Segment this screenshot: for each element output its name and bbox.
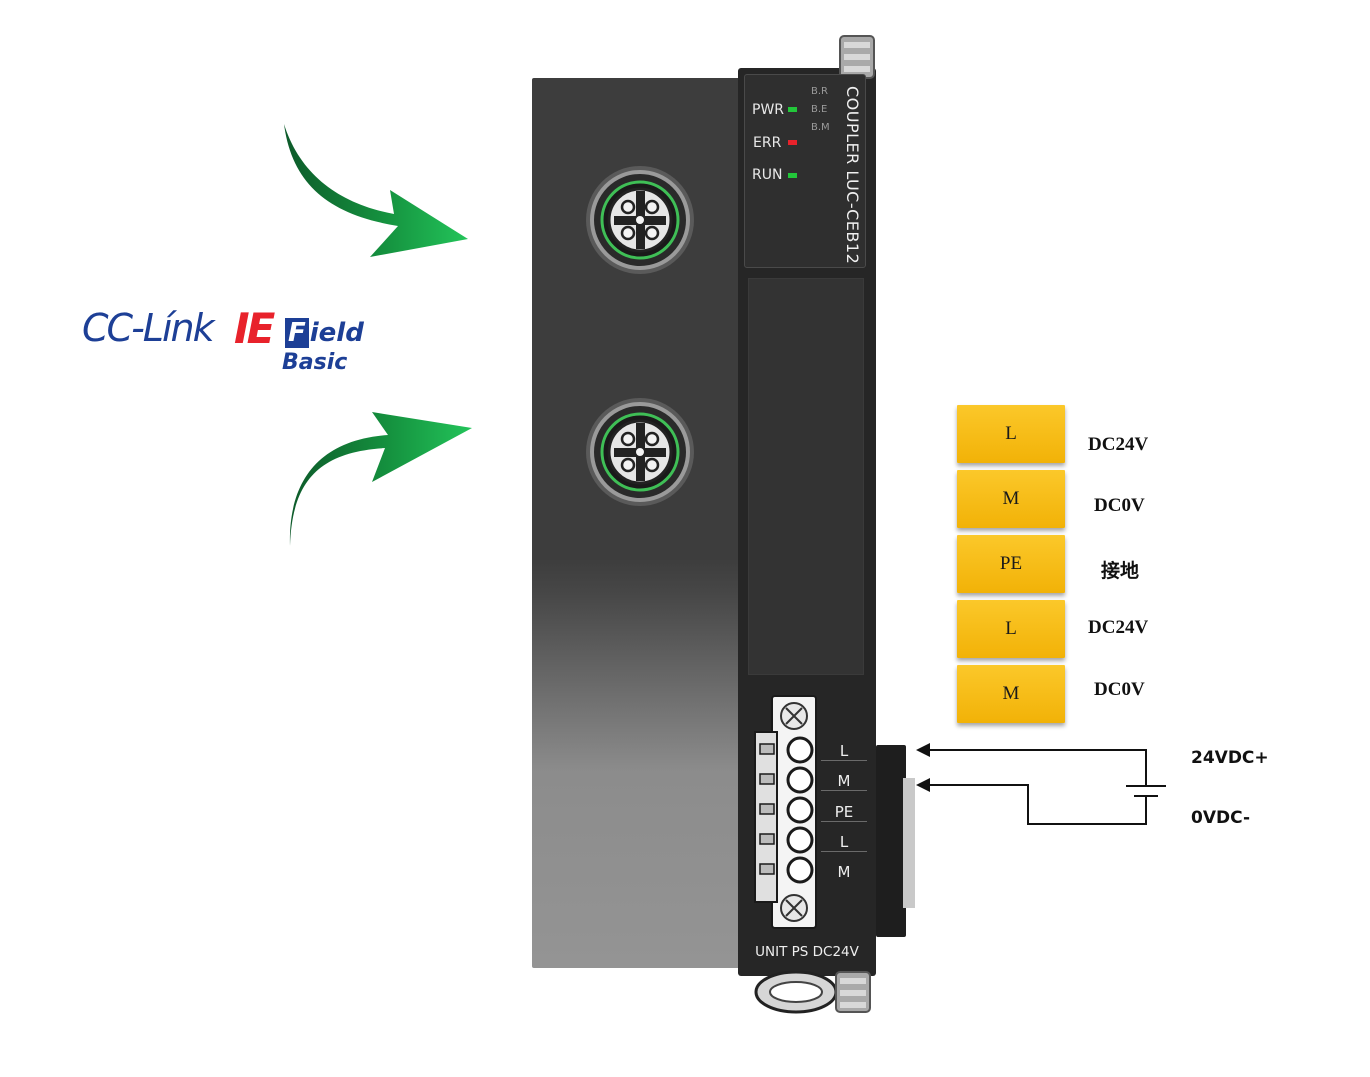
pin-card-l2: L <box>957 600 1065 658</box>
logo-cc-link: CC-Línk <box>82 306 215 350</box>
led-label-pwr: PWR <box>752 102 785 118</box>
terminal-label-m1: M <box>821 772 867 791</box>
logo-field-initial: F <box>285 318 309 348</box>
supply-negative-label: 0VDC- <box>1191 808 1251 828</box>
power-connector-latch <box>903 778 915 908</box>
device-model-label: COUPLER LUC-CEB12 <box>843 86 862 265</box>
logo-basic: Basic <box>282 350 348 375</box>
led-label-run: RUN <box>752 167 783 183</box>
pin-desc-m1: DC0V <box>1094 495 1145 516</box>
bus-indicator-bm: B.M <box>811 122 830 133</box>
power-rating-label: UNIT PS DC24V <box>755 944 859 960</box>
terminal-label-l2: L <box>821 833 867 852</box>
blank-panel <box>748 278 864 675</box>
terminal-label-l1: L <box>821 742 867 761</box>
logo-field-rest: ield <box>309 318 364 348</box>
bus-indicator-be: B.E <box>811 104 828 115</box>
led-label-err: ERR <box>753 135 782 151</box>
pwr-led <box>788 107 797 112</box>
arrow-top <box>284 124 468 257</box>
terminal-block[interactable] <box>752 692 822 932</box>
pin-desc-pe: 接地 <box>1101 561 1140 582</box>
bottom-latch <box>754 970 871 1014</box>
pin-desc-l2: DC24V <box>1088 617 1149 638</box>
supply-positive-label: 24VDC+ <box>1191 748 1269 768</box>
err-led <box>788 140 797 145</box>
bus-indicator-br: B.R <box>811 86 828 97</box>
pin-card-m1: M <box>957 470 1065 528</box>
power-connector-housing <box>876 745 906 937</box>
logo-ie: IE <box>234 304 275 353</box>
run-led <box>788 173 797 178</box>
pin-card-l1: L <box>957 405 1065 463</box>
pin-card-pe: PE <box>957 535 1065 593</box>
terminal-label-pe: PE <box>821 803 867 822</box>
top-screw-connector <box>839 35 875 79</box>
ethernet-port-1[interactable] <box>582 164 698 280</box>
arrow-bottom <box>289 412 472 546</box>
pin-desc-l1: DC24V <box>1088 434 1149 455</box>
led-status-panel <box>744 74 866 268</box>
pin-desc-m2: DC0V <box>1094 679 1145 700</box>
ethernet-port-2[interactable] <box>582 396 698 512</box>
power-supply-wiring <box>916 743 1166 825</box>
terminal-label-m2: M <box>837 863 851 881</box>
pin-card-m2: M <box>957 665 1065 723</box>
